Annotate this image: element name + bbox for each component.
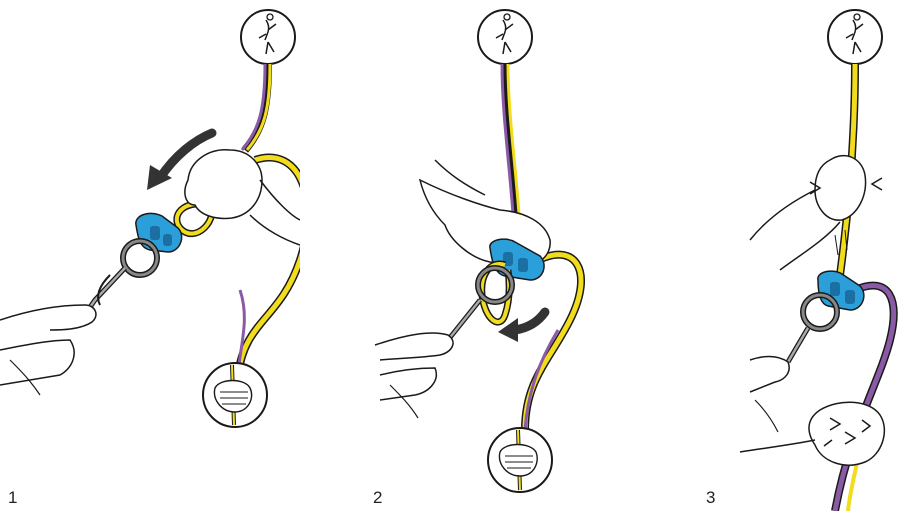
- step-2-drawing: [300, 0, 600, 511]
- climber-icon: [478, 10, 532, 64]
- step-1-drawing: [0, 0, 300, 511]
- climber-icon: [241, 10, 295, 64]
- belayer-arm: [750, 356, 789, 432]
- step-2-panel: 2: [300, 0, 600, 511]
- step-3-panel: 3: [600, 0, 903, 511]
- step-number: 2: [373, 488, 382, 508]
- step-3-drawing: [600, 0, 903, 511]
- step-number: 3: [706, 488, 715, 508]
- belayer-hand-icon: [488, 428, 552, 492]
- rope-upper: [242, 64, 270, 150]
- belay-device-icon: [818, 271, 864, 310]
- carabiner-icon: [88, 241, 157, 310]
- step-number: 1: [8, 488, 17, 508]
- belayer-arm: [0, 305, 96, 395]
- rope-lower: [835, 286, 894, 511]
- step-1-panel: 1: [0, 0, 300, 511]
- belayer-arm: [375, 333, 453, 418]
- rope-lower: [525, 255, 581, 430]
- climber-icon: [828, 10, 882, 64]
- gripping-hand: [750, 156, 882, 270]
- belayer-hand-icon: [203, 363, 267, 427]
- braking-fist: [740, 402, 884, 465]
